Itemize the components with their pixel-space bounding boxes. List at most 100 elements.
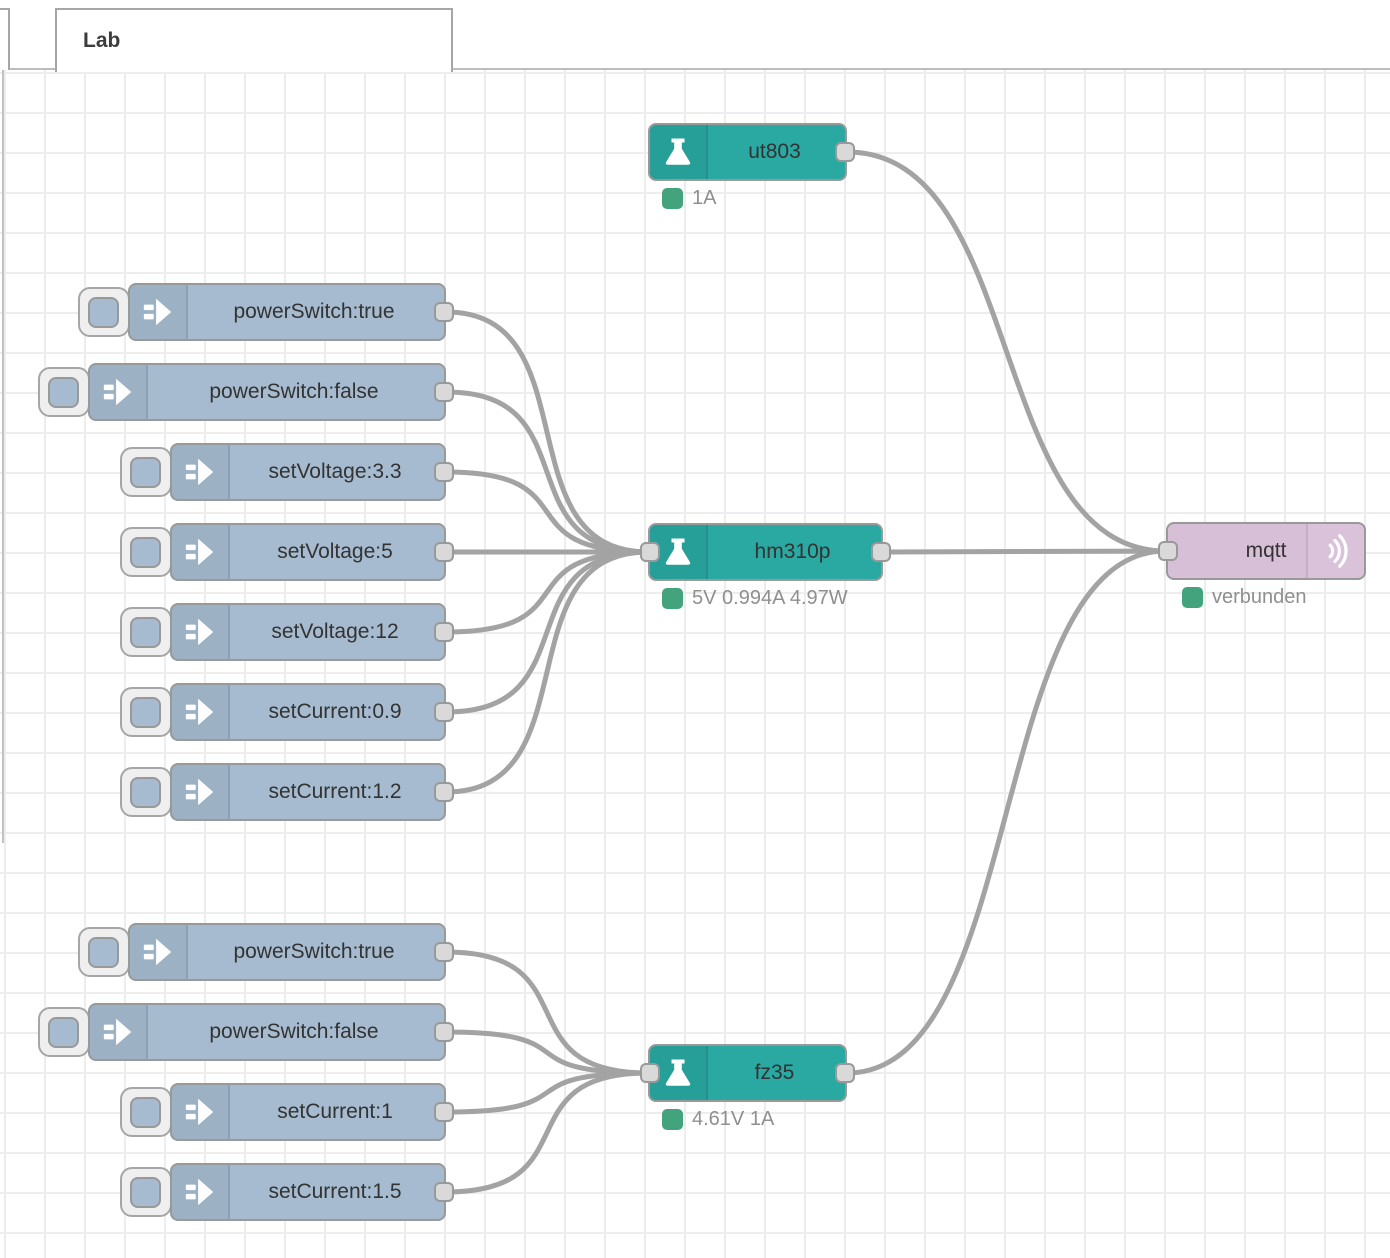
node-setvoltage-12[interactable]: setVoltage:12 bbox=[170, 603, 454, 661]
inject-button[interactable] bbox=[120, 1167, 172, 1217]
node-powerswitch-false[interactable]: powerSwitch:false bbox=[88, 1003, 454, 1061]
inject-arrow-icon bbox=[172, 765, 230, 819]
node-label: setCurrent:1.5 bbox=[268, 1180, 402, 1203]
inject-button[interactable] bbox=[120, 607, 172, 657]
tab-bar: Lab bbox=[0, 0, 1390, 72]
wire-inj9-to-fz35[interactable] bbox=[443, 1029, 651, 1076]
wire-ut803-to-mqtt[interactable] bbox=[844, 149, 1169, 554]
inject-button[interactable] bbox=[120, 447, 172, 497]
node-output-port[interactable] bbox=[835, 142, 855, 162]
node-output-port[interactable] bbox=[434, 1182, 454, 1202]
inject-button[interactable] bbox=[120, 1087, 172, 1137]
inject-button-inner bbox=[130, 536, 161, 568]
status-dot bbox=[662, 588, 683, 609]
node-status: 1A bbox=[662, 187, 716, 210]
inject-arrow-icon bbox=[130, 285, 188, 339]
node-status: 4.61V 1A bbox=[662, 1108, 774, 1131]
inject-button[interactable] bbox=[38, 367, 90, 417]
node-label: setVoltage:3.3 bbox=[268, 460, 402, 483]
node-output-port[interactable] bbox=[434, 542, 454, 562]
tab-label: Lab bbox=[83, 29, 121, 52]
inject-arrow-icon bbox=[90, 1005, 148, 1059]
status-text: 5V 0.994A 4.97W bbox=[692, 587, 848, 609]
node-label: hm310p bbox=[754, 540, 831, 563]
inject-arrow-icon bbox=[172, 1165, 230, 1219]
node-output-port[interactable] bbox=[434, 702, 454, 722]
inject-button-inner bbox=[88, 936, 119, 968]
node-setvoltage-3-3[interactable]: setVoltage:3.3 bbox=[170, 443, 454, 501]
inject-button[interactable] bbox=[38, 1007, 90, 1057]
node-label: mqtt bbox=[1245, 539, 1287, 562]
node-mqtt[interactable]: mqtt bbox=[1158, 522, 1366, 580]
inject-button-inner bbox=[130, 696, 161, 728]
status-text: 1A bbox=[692, 187, 717, 209]
inject-button-inner bbox=[130, 616, 161, 648]
node-label: setCurrent:1 bbox=[277, 1100, 393, 1123]
node-label: ut803 bbox=[748, 140, 801, 163]
node-label: fz35 bbox=[754, 1061, 795, 1084]
node-output-port[interactable] bbox=[434, 302, 454, 322]
wire-inj11-to-fz35[interactable] bbox=[443, 1070, 651, 1195]
inject-button[interactable] bbox=[78, 927, 130, 977]
wire-inj5-to-hm310p[interactable] bbox=[443, 549, 651, 635]
node-status: 5V 0.994A 4.97W bbox=[662, 587, 848, 610]
wire-inj10-to-fz35[interactable] bbox=[443, 1070, 651, 1115]
node-output-port[interactable] bbox=[434, 782, 454, 802]
node-input-port[interactable] bbox=[640, 1063, 660, 1083]
node-status: verbunden bbox=[1182, 586, 1307, 609]
node-output-port[interactable] bbox=[434, 622, 454, 642]
inject-button-inner bbox=[130, 1176, 161, 1208]
inject-arrow-icon bbox=[172, 1085, 230, 1139]
wire-inj1-to-hm310p[interactable] bbox=[443, 309, 651, 555]
wire-inj2-to-hm310p[interactable] bbox=[443, 389, 651, 555]
node-setvoltage-5[interactable]: setVoltage:5 bbox=[170, 523, 454, 581]
status-dot bbox=[662, 188, 683, 209]
status-dot bbox=[1182, 587, 1203, 608]
inject-button[interactable] bbox=[120, 687, 172, 737]
node-output-port[interactable] bbox=[434, 942, 454, 962]
tab-lab[interactable]: Lab bbox=[55, 8, 453, 72]
node-output-port[interactable] bbox=[434, 1022, 454, 1042]
node-output-port[interactable] bbox=[434, 1102, 454, 1122]
wire-fz35-to-mqtt[interactable] bbox=[844, 548, 1169, 1076]
tab-partial-left[interactable] bbox=[0, 8, 10, 70]
wire-inj3-to-hm310p[interactable] bbox=[443, 469, 651, 555]
node-input-port[interactable] bbox=[1158, 541, 1178, 561]
node-powerswitch-false[interactable]: powerSwitch:false bbox=[88, 363, 454, 421]
node-label: setVoltage:5 bbox=[277, 540, 393, 563]
wire-inj7-to-hm310p[interactable] bbox=[443, 549, 651, 795]
node-setcurrent-1-5[interactable]: setCurrent:1.5 bbox=[170, 1163, 454, 1221]
inject-button-inner bbox=[130, 456, 161, 488]
inject-button-inner bbox=[48, 376, 79, 408]
node-powerswitch-true[interactable]: powerSwitch:true bbox=[128, 283, 454, 341]
inject-button[interactable] bbox=[120, 767, 172, 817]
inject-button[interactable] bbox=[120, 527, 172, 577]
inject-arrow-icon bbox=[172, 685, 230, 739]
node-label: setVoltage:12 bbox=[271, 620, 399, 643]
node-output-port[interactable] bbox=[434, 382, 454, 402]
node-setcurrent-1-2[interactable]: setCurrent:1.2 bbox=[170, 763, 454, 821]
inject-button-inner bbox=[130, 776, 161, 808]
node-label: powerSwitch:true bbox=[233, 940, 395, 963]
inject-arrow-icon bbox=[130, 925, 188, 979]
inject-arrow-icon bbox=[172, 445, 230, 499]
node-setcurrent-1[interactable]: setCurrent:1 bbox=[170, 1083, 454, 1141]
node-hm310p[interactable]: hm310p bbox=[640, 523, 891, 581]
node-input-port[interactable] bbox=[640, 542, 660, 562]
node-output-port[interactable] bbox=[835, 1063, 855, 1083]
flask-icon bbox=[650, 125, 708, 179]
wire-inj6-to-hm310p[interactable] bbox=[443, 549, 651, 715]
node-fz35[interactable]: fz35 bbox=[640, 1044, 855, 1102]
node-output-port[interactable] bbox=[434, 462, 454, 482]
wire-hm310p-to-mqtt[interactable] bbox=[880, 548, 1169, 555]
node-output-port[interactable] bbox=[871, 542, 891, 562]
node-setcurrent-0-9[interactable]: setCurrent:0.9 bbox=[170, 683, 454, 741]
wire-inj8-to-fz35[interactable] bbox=[443, 949, 651, 1076]
inject-arrow-icon bbox=[172, 605, 230, 659]
node-ut803[interactable]: ut803 bbox=[648, 123, 855, 181]
node-powerswitch-true[interactable]: powerSwitch:true bbox=[128, 923, 454, 981]
status-text: 4.61V 1A bbox=[692, 1108, 775, 1130]
inject-button[interactable] bbox=[78, 287, 130, 337]
node-label: powerSwitch:false bbox=[209, 380, 379, 403]
